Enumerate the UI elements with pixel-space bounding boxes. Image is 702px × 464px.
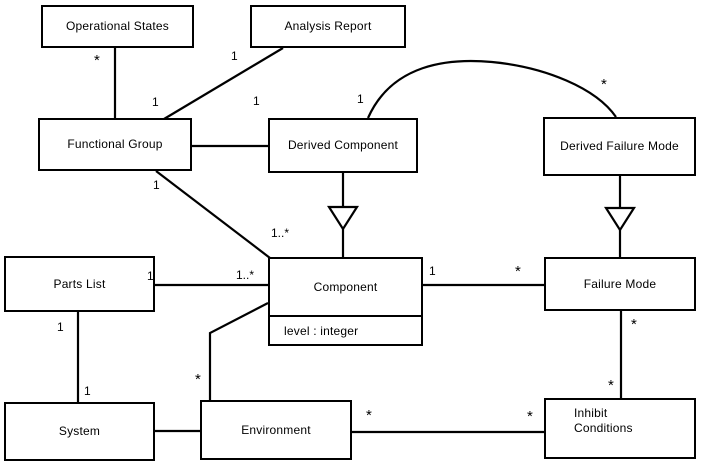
class-box-operational-states[interactable]: Operational States <box>41 5 194 48</box>
multiplicity-functional-group-top-end: 1 <box>152 95 159 109</box>
multiplicity-analysis-report-end: 1 <box>231 49 238 63</box>
class-name-component: Component <box>313 279 378 294</box>
multiplicity-functional-group-bottom-end: 1 <box>153 178 160 192</box>
multiplicity-parts-list-right-end: 1 <box>147 269 154 283</box>
multiplicity-parts-list-bottom-end: 1 <box>57 320 64 334</box>
multiplicity-failure-mode-left-end: * <box>515 263 521 280</box>
class-box-inhibit-conditions[interactable]: Inhibit Conditions <box>544 398 696 459</box>
class-name-environment: Environment <box>241 422 311 437</box>
class-name-derived-component: Derived Component <box>287 138 399 152</box>
edge-environment-component <box>208 302 269 400</box>
multiplicity-environment-top-end: * <box>195 371 201 388</box>
class-box-derived-component[interactable]: Derived Component <box>268 118 418 173</box>
class-box-analysis-report[interactable]: Analysis Report <box>250 5 406 48</box>
class-box-parts-list[interactable]: Parts List <box>4 256 155 312</box>
edge-functional-group-component <box>155 170 271 259</box>
class-box-environment[interactable]: Environment <box>200 400 352 460</box>
edge-derived-component-derived-failure-mode <box>366 59 617 119</box>
class-name-derived-failure-mode: Derived Failure Mode <box>560 139 679 153</box>
edge-functional-group-analysis-report <box>163 47 284 120</box>
multiplicity-derived-failure-mode-arc-end: * <box>601 76 607 93</box>
class-box-component[interactable]: Component level : integer <box>268 257 423 346</box>
class-attribute-component-level: level : integer <box>270 315 421 344</box>
multiplicity-component-right-end: 1 <box>429 264 436 278</box>
multiplicity-derived-component-left-end: 1 <box>253 94 260 108</box>
class-box-functional-group[interactable]: Functional Group <box>38 118 192 171</box>
class-name-system: System <box>58 424 101 438</box>
multiplicity-failure-mode-bottom-end: * <box>631 316 637 333</box>
class-box-failure-mode[interactable]: Failure Mode <box>544 257 696 311</box>
class-box-derived-failure-mode[interactable]: Derived Failure Mode <box>543 117 696 176</box>
generalization-arrowhead-derived-failure-mode <box>603 206 637 233</box>
multiplicity-operational-states-end: * <box>94 52 100 69</box>
class-name-inhibit-conditions: Inhibit Conditions <box>574 406 633 435</box>
class-name-failure-mode: Failure Mode <box>583 276 657 291</box>
class-name-functional-group: Functional Group <box>67 137 163 151</box>
multiplicity-inhibit-conditions-left-end: * <box>527 408 533 425</box>
generalization-arrowhead-derived-component <box>326 205 360 232</box>
multiplicity-environment-right-end: * <box>366 407 372 424</box>
class-box-system[interactable]: System <box>4 402 155 461</box>
multiplicity-derived-component-arc-end: 1 <box>357 92 364 106</box>
class-name-parts-list: Parts List <box>53 276 106 291</box>
multiplicity-component-upper-end: 1..* <box>271 226 290 240</box>
class-name-analysis-report: Analysis Report <box>284 19 372 33</box>
multiplicity-component-left-end: 1..* <box>236 268 255 282</box>
class-name-operational-states: Operational States <box>66 19 169 33</box>
multiplicity-inhibit-conditions-top-end: * <box>608 377 614 394</box>
multiplicity-system-top-end: 1 <box>84 384 91 398</box>
